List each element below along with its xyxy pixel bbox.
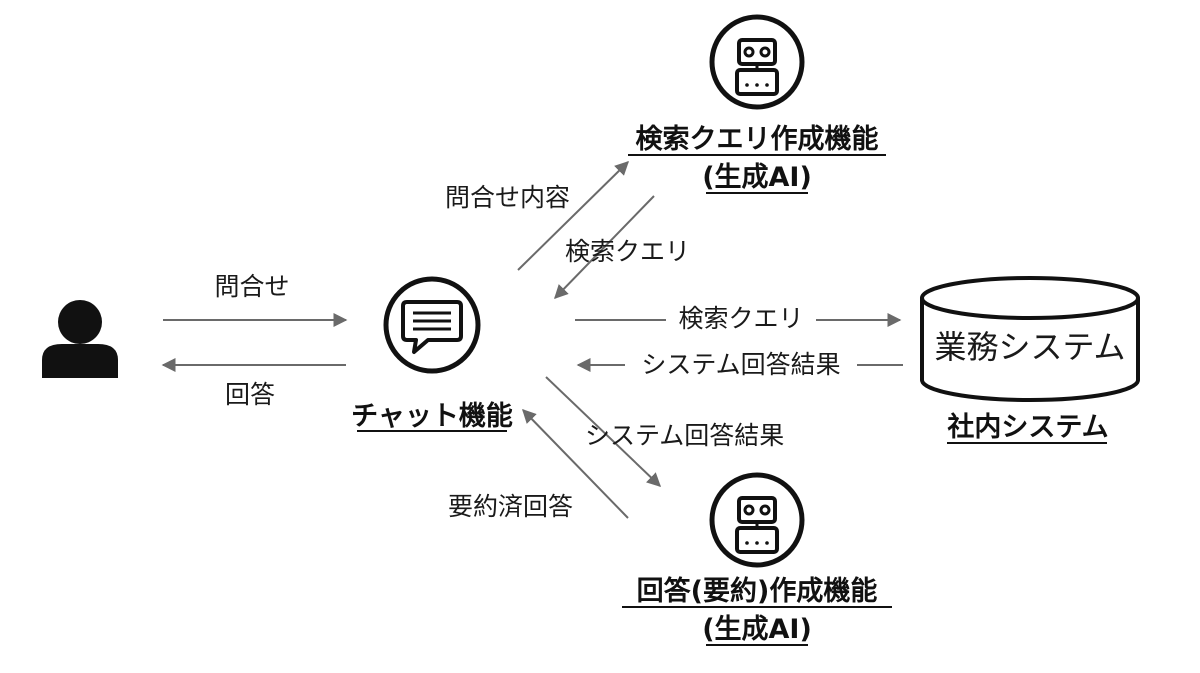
robot-icon: [709, 14, 805, 110]
edge-label-chat-to-user: 回答: [225, 380, 275, 409]
database-icon: [920, 276, 1140, 402]
edge-label-chat-to-query-ai: 問合せ内容: [445, 183, 570, 212]
edge-label-chat-to-answer-ai: システム回答結果: [585, 421, 784, 450]
arrow-chat-to-query-ai: [517, 161, 629, 271]
system-node-title: 社内システム: [947, 411, 1108, 443]
answer-ai-subtitle: (生成AI): [702, 614, 812, 645]
arrow-chat-to-answer-ai: [545, 376, 662, 487]
query-ai-subtitle: (生成AI): [702, 162, 812, 193]
robot-icon: [709, 472, 805, 568]
edge-label-chat-to-system: 検索クエリ: [678, 304, 803, 333]
person-icon: [42, 300, 118, 378]
db-label: 業務システム: [934, 328, 1125, 366]
chat-bubble-icon: [383, 276, 481, 374]
edge-label-system-to-chat: システム回答結果: [641, 350, 840, 379]
edge-label-answer-ai-to-chat: 要約済回答: [448, 492, 573, 521]
edge-label-user-to-chat: 問合せ: [214, 272, 289, 301]
query-ai-title: 検索クエリ作成機能: [636, 123, 879, 155]
edge-label-query-ai-to-chat: 検索クエリ: [565, 237, 690, 266]
arrow-query-ai-to-chat: [554, 195, 655, 300]
arrow-answer-ai-to-chat: [522, 408, 629, 519]
answer-ai-title: 回答(要約)作成機能: [637, 575, 878, 607]
chat-node-title: チャット機能: [351, 400, 513, 432]
